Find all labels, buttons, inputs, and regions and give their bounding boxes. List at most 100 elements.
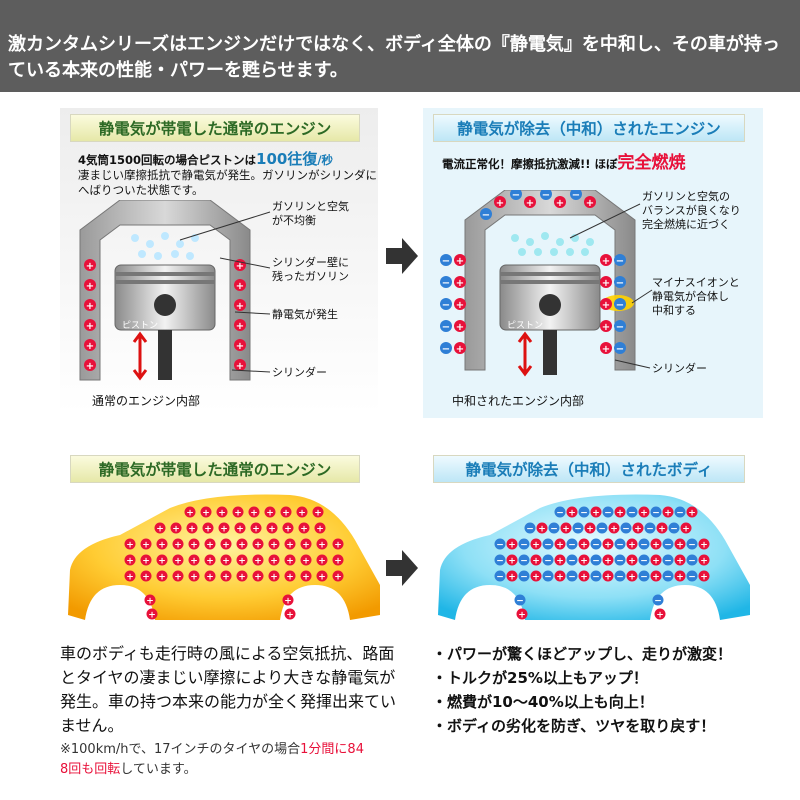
charge-sign: − bbox=[676, 509, 684, 519]
minus-charge-icon bbox=[644, 522, 656, 534]
charge-sign: − bbox=[616, 557, 624, 567]
plus-charge-icon bbox=[554, 554, 566, 566]
plus-charge-icon bbox=[204, 554, 216, 566]
charge-sign: − bbox=[664, 573, 672, 583]
charge-sign: − bbox=[526, 525, 534, 535]
minus-charge-icon bbox=[590, 538, 602, 550]
minus-charge-icon bbox=[542, 570, 554, 582]
svg-text:+: + bbox=[236, 301, 244, 312]
plus-charge-icon bbox=[220, 554, 232, 566]
charge-sign: + bbox=[206, 541, 214, 551]
charge-sign: + bbox=[688, 509, 696, 519]
plus-charge-icon bbox=[506, 570, 518, 582]
plus-charge-icon bbox=[536, 522, 548, 534]
plus-charge-icon bbox=[654, 608, 666, 620]
charge-sign: + bbox=[682, 525, 690, 535]
plus-charge-icon bbox=[172, 570, 184, 582]
plus-charge-icon bbox=[140, 554, 152, 566]
engine-right-callout-6: 中和する bbox=[652, 304, 696, 317]
charge-sign: − bbox=[520, 541, 528, 551]
plus-charge-icon bbox=[284, 570, 296, 582]
plus-charge-icon bbox=[584, 522, 596, 534]
benefits-list: ・パワーが驚くほどアップし、走りが激変！ ・トルクが25%以上もアップ！ ・燃費… bbox=[432, 642, 792, 738]
plus-charge-icon bbox=[602, 538, 614, 550]
charge-sign: + bbox=[254, 541, 262, 551]
charge-sign: + bbox=[186, 509, 194, 519]
charge-sign: + bbox=[628, 557, 636, 567]
engine-left-callout-1: ガソリンと空気 bbox=[272, 200, 349, 213]
engine-left-diagram: ピストン ++++++ ++++++ ガソリンと空気 が不均衡 シリンダー壁に … bbox=[79, 200, 349, 381]
plus-charge-icon bbox=[674, 538, 686, 550]
plus-charge-icon bbox=[124, 538, 136, 550]
charge-sign: + bbox=[222, 557, 230, 567]
minus-charge-icon bbox=[494, 554, 506, 566]
plus-charge-icon bbox=[236, 538, 248, 550]
minus-charge-icon bbox=[554, 506, 566, 518]
plus-charge-icon bbox=[144, 594, 156, 606]
engine-left-desc-highlight: 100往復 bbox=[256, 150, 318, 168]
svg-text:+: + bbox=[556, 198, 564, 209]
minus-charge-icon bbox=[614, 554, 626, 566]
plus-charge-icon bbox=[578, 570, 590, 582]
charge-sign: − bbox=[520, 573, 528, 583]
charge-sign: + bbox=[238, 541, 246, 551]
plus-charge-icon bbox=[516, 608, 528, 620]
arrow-right-icon bbox=[386, 238, 418, 274]
plus-charge-icon bbox=[172, 554, 184, 566]
charge-sign: + bbox=[302, 573, 310, 583]
engine-right-subtitle: 電流正常化！摩擦抵抗激減!! ほぼ完全燃焼 bbox=[442, 155, 762, 172]
plus-charge-icon bbox=[146, 608, 158, 620]
plus-charge-icon bbox=[300, 538, 312, 550]
minus-charge-icon bbox=[566, 554, 578, 566]
engine-right-callout-1: ガソリンと空気の bbox=[642, 190, 730, 203]
svg-text:−: − bbox=[572, 190, 580, 201]
charge-sign: − bbox=[604, 509, 612, 519]
minus-charge-icon bbox=[674, 506, 686, 518]
plus-charge-icon bbox=[566, 506, 578, 518]
svg-text:+: + bbox=[526, 198, 534, 209]
plus-charge-icon bbox=[506, 538, 518, 550]
svg-text:+: + bbox=[602, 322, 610, 333]
plus-charge-icon bbox=[296, 506, 308, 518]
minus-charge-icon bbox=[638, 538, 650, 550]
charge-sign: − bbox=[652, 509, 660, 519]
plus-charge-icon bbox=[154, 522, 166, 534]
plus-charge-icon bbox=[156, 570, 168, 582]
charge-sign: + bbox=[580, 541, 588, 551]
plus-charge-icon bbox=[698, 570, 710, 582]
benefit-item-4: ・ボディの劣化を防ぎ、ツヤを取り戻す！ bbox=[432, 717, 716, 735]
engine-right-charges: +++++ +++++ ++++ −−−−− −−−−− −−−− bbox=[440, 190, 626, 355]
charge-sign: + bbox=[266, 509, 274, 519]
charge-sign: − bbox=[496, 557, 504, 567]
charge-sign: + bbox=[676, 541, 684, 551]
charge-sign: + bbox=[206, 573, 214, 583]
minus-charge-icon bbox=[614, 570, 626, 582]
minus-charge-icon bbox=[548, 522, 560, 534]
charge-sign: + bbox=[508, 573, 516, 583]
minus-charge-icon bbox=[578, 506, 590, 518]
plus-charge-icon bbox=[662, 506, 674, 518]
charge-sign: − bbox=[592, 541, 600, 551]
charge-sign: + bbox=[158, 557, 166, 567]
plus-charge-icon bbox=[186, 522, 198, 534]
charge-sign: − bbox=[544, 541, 552, 551]
plus-charge-icon bbox=[332, 554, 344, 566]
plus-charge-icon bbox=[284, 608, 296, 620]
engine-left-callout-4: 残ったガソリン bbox=[272, 269, 349, 283]
charge-sign: − bbox=[592, 573, 600, 583]
charge-sign: + bbox=[316, 525, 324, 535]
engine-left-desc: 4気筒1500回転の場合ピストンは100往復/秒 凄まじい摩擦抵抗で静電気が発生… bbox=[78, 152, 378, 198]
plus-charge-icon bbox=[252, 554, 264, 566]
plus-charge-icon bbox=[252, 538, 264, 550]
svg-text:−: − bbox=[616, 300, 624, 311]
benefit-item-3: ・燃費が10〜40%以上も向上！ bbox=[432, 693, 654, 711]
charge-sign: + bbox=[652, 573, 660, 583]
plus-charge-icon bbox=[650, 538, 662, 550]
explanation-line-1: 車のボディも走行時の風による空気抵抗、路面 bbox=[60, 644, 395, 663]
charge-sign: − bbox=[616, 541, 624, 551]
minus-charge-icon bbox=[650, 506, 662, 518]
charge-sign: + bbox=[532, 541, 540, 551]
minus-charge-icon bbox=[686, 554, 698, 566]
engine-left-title: 静電気が帯電した通常のエンジン bbox=[70, 114, 360, 142]
svg-text:−: − bbox=[542, 190, 550, 201]
